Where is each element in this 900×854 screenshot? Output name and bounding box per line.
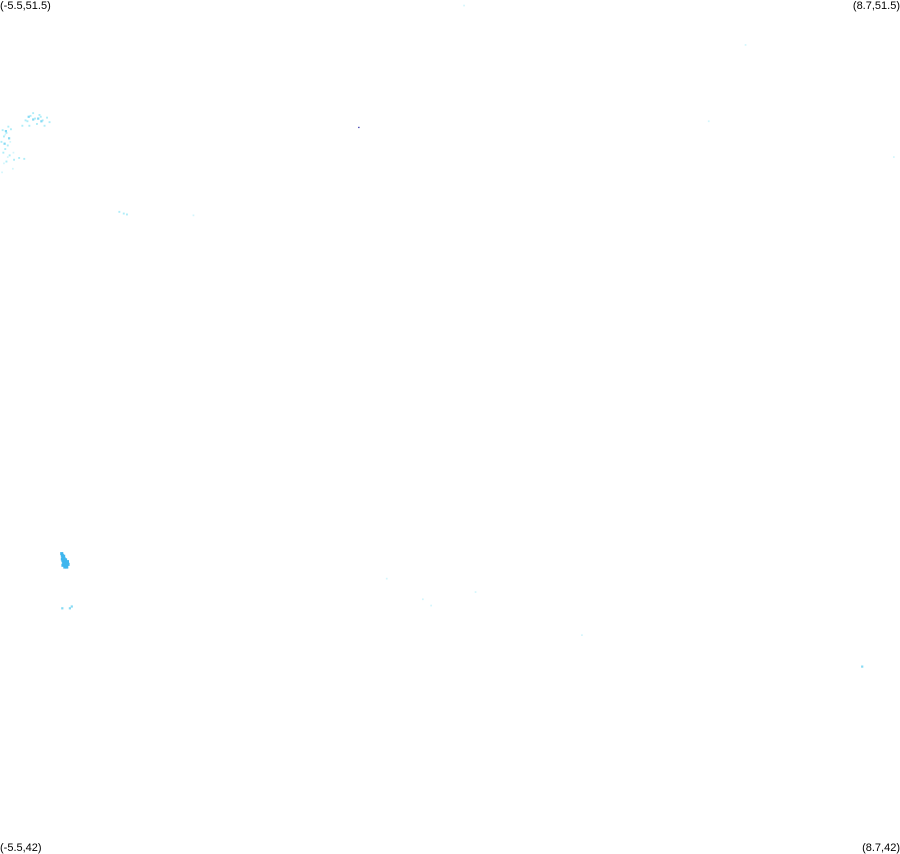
data-point-strong — [61, 559, 65, 563]
data-point-faint — [9, 141, 12, 143]
data-point-strong — [60, 552, 64, 556]
corner-label-bottom-left: (-5.5,42) — [0, 842, 42, 854]
data-point-light — [39, 115, 42, 118]
data-point-light — [21, 124, 24, 127]
data-point-strong — [63, 565, 67, 569]
data-point-light — [0, 140, 3, 143]
data-point-medium — [70, 605, 73, 608]
data-point-medium — [8, 137, 11, 140]
data-point-faint — [463, 4, 465, 7]
data-point-light — [5, 131, 8, 134]
data-point-strong — [62, 554, 66, 558]
data-point-faint — [12, 167, 14, 170]
data-point-light — [23, 157, 26, 160]
data-point-light — [32, 112, 35, 115]
data-point-light — [118, 210, 121, 213]
data-point-medium — [40, 120, 43, 123]
data-point-strong — [66, 562, 70, 566]
data-point-light — [36, 123, 38, 125]
data-point-strong — [65, 560, 69, 564]
data-point-light — [43, 124, 46, 127]
data-point-light — [10, 128, 12, 131]
data-point-faint — [385, 577, 388, 580]
data-point-faint — [6, 156, 9, 158]
data-point-light — [48, 121, 51, 124]
data-point-light — [4, 148, 7, 150]
corner-label-top-right: (8.7,51.5) — [852, 0, 900, 12]
data-point-medium — [61, 607, 64, 610]
corner-label-bottom-right: (8.7,42) — [862, 842, 900, 854]
data-points-layer — [0, 4, 895, 668]
data-point-faint — [474, 591, 477, 593]
data-point-strong — [64, 563, 68, 567]
data-point-light — [38, 114, 41, 116]
data-point-faint — [893, 156, 895, 158]
data-point-medium — [68, 607, 71, 610]
data-point-strong — [63, 560, 67, 564]
data-point-medium — [32, 118, 35, 121]
data-point-light — [46, 116, 48, 119]
data-point-light — [28, 124, 31, 127]
data-point-light — [7, 125, 10, 128]
data-point-medium — [37, 117, 40, 120]
data-point-light — [18, 157, 21, 159]
data-point-strong — [60, 557, 64, 561]
data-point-medium — [861, 665, 864, 668]
data-point-light — [126, 213, 128, 216]
data-point-strong — [64, 558, 68, 562]
data-point-light — [3, 135, 5, 138]
data-point-faint — [744, 44, 747, 46]
data-point-light — [24, 119, 27, 122]
data-point-light — [8, 154, 11, 157]
data-point-faint — [1, 171, 3, 174]
data-point-strong — [65, 565, 69, 569]
data-point-faint — [192, 214, 195, 217]
data-point-dark-point — [358, 126, 360, 129]
data-point-light — [29, 114, 32, 117]
data-point-light — [2, 151, 5, 154]
data-point-medium — [27, 115, 30, 118]
data-point-medium — [3, 142, 6, 145]
data-point-faint — [430, 604, 432, 607]
data-point-faint — [12, 151, 15, 154]
data-point-light — [41, 119, 44, 122]
data-point-light — [13, 158, 15, 161]
data-point-strong — [61, 563, 65, 567]
data-point-light — [1, 129, 4, 132]
data-point-faint — [422, 598, 424, 601]
data-point-faint — [707, 120, 710, 123]
data-point-faint — [3, 162, 5, 165]
data-point-light — [122, 212, 125, 215]
data-point-light — [26, 120, 29, 123]
data-point-light — [34, 117, 36, 120]
data-point-medium — [4, 130, 7, 133]
data-point-faint — [581, 634, 583, 636]
data-point-faint — [4, 133, 7, 136]
corner-label-top-left: (-5.5,51.5) — [0, 0, 51, 12]
data-point-light — [5, 160, 8, 163]
data-point-light — [6, 144, 9, 147]
